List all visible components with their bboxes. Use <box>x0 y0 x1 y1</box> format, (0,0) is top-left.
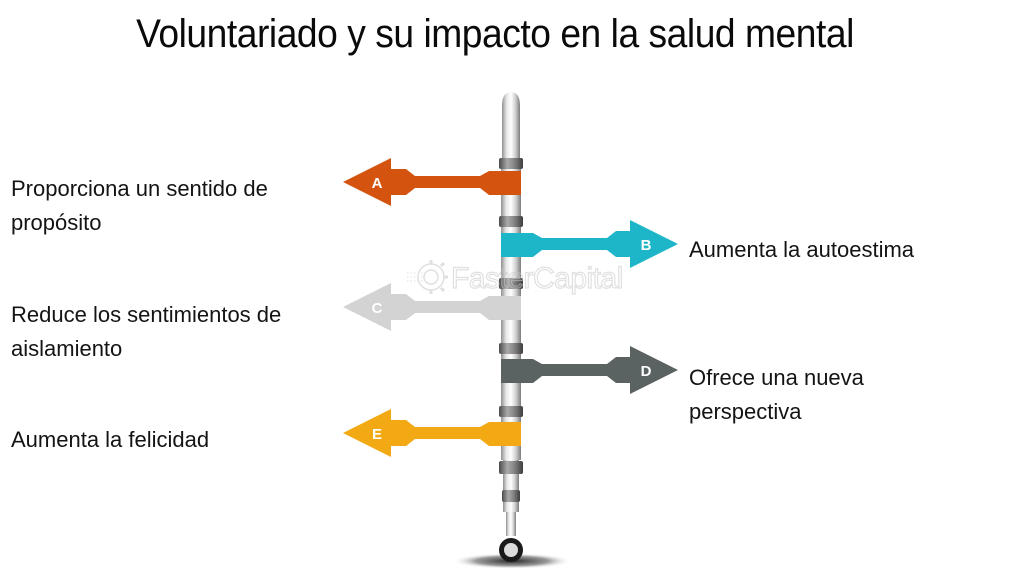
label-a: Proporciona un sentido de propósito <box>11 172 341 240</box>
label-b-line1: Aumenta la autoestima <box>689 237 915 262</box>
label-c: Reduce los sentimientos de aislamiento <box>11 298 341 366</box>
page-title: Voluntariado y su impacto en la salud me… <box>136 12 854 56</box>
label-c-line1: Reduce los sentimientos de <box>11 302 282 327</box>
arrow-e: E <box>343 409 521 457</box>
watermark: FasterCapital <box>407 260 624 296</box>
arrow-d: D <box>501 346 678 394</box>
label-e: Aumenta la felicidad <box>11 423 341 457</box>
label-c-line2: aislamiento <box>11 336 123 361</box>
arrow-b-letter: B <box>641 237 652 254</box>
arrow-c: C <box>343 283 521 331</box>
arrow-a: A <box>343 158 521 206</box>
label-d: Ofrece una nueva perspectiva <box>689 361 1009 429</box>
arrow-a-letter: A <box>372 175 383 192</box>
label-a-line2: propósito <box>11 210 102 235</box>
arrow-d-letter: D <box>641 363 652 380</box>
label-d-line1: Ofrece una nueva <box>689 365 864 390</box>
arrow-b: B <box>501 220 678 268</box>
watermark-text: FasterCapital <box>451 262 623 295</box>
arrow-e-letter: E <box>372 426 382 443</box>
label-a-line1: Proporciona un sentido de <box>11 176 268 201</box>
arrow-c-letter: C <box>372 300 383 317</box>
wheel-icon <box>499 538 523 562</box>
label-d-line2: perspectiva <box>689 399 802 424</box>
gear-icon <box>407 260 448 294</box>
label-e-line1: Aumenta la felicidad <box>11 427 210 452</box>
label-b: Aumenta la autoestima <box>689 233 1009 267</box>
